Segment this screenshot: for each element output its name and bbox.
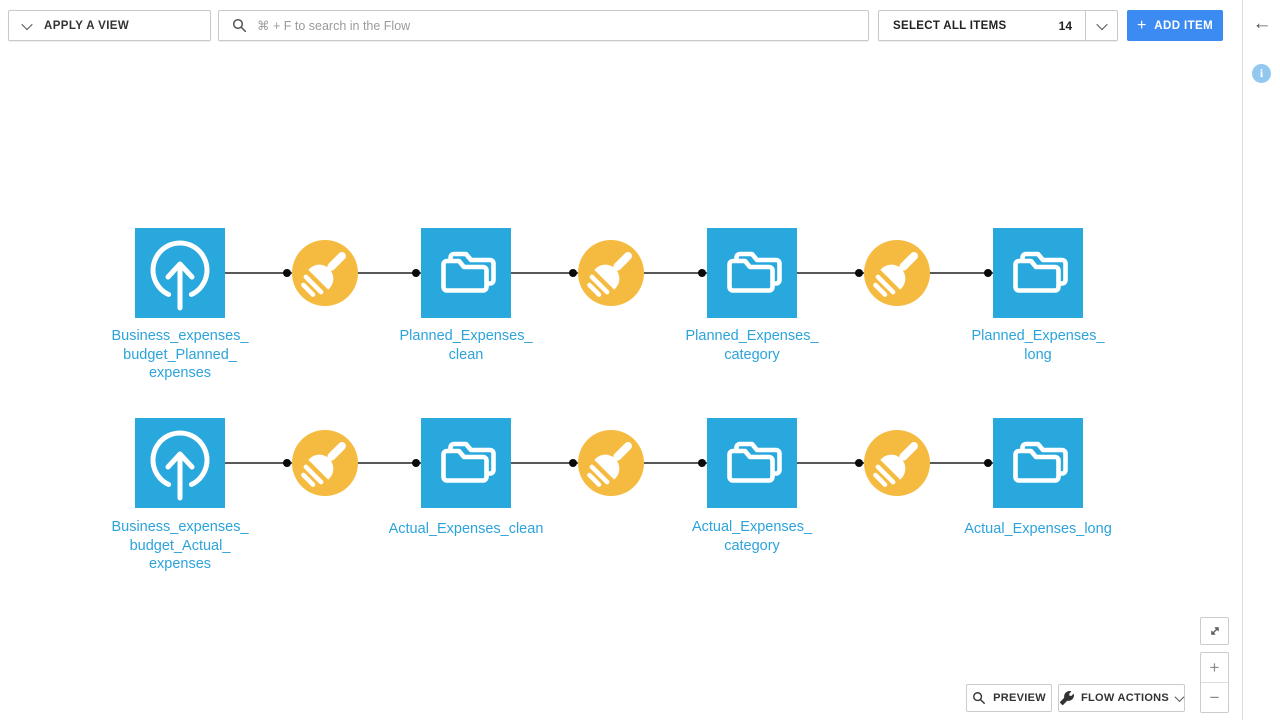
select-all-label: SELECT ALL ITEMS xyxy=(879,20,1006,32)
collapse-panel-arrow-icon[interactable]: ← xyxy=(1251,13,1273,35)
dataset-node-folder[interactable] xyxy=(707,228,797,318)
node-label[interactable]: Actual_Expenses_clean xyxy=(366,520,566,539)
flow-edge xyxy=(644,272,707,274)
prepare-recipe-node[interactable] xyxy=(864,430,930,496)
wrench-icon xyxy=(1060,691,1074,705)
broom-icon xyxy=(578,240,644,306)
folder-icon xyxy=(707,418,797,508)
zoom-controls: + − xyxy=(1200,652,1229,713)
magnifier-icon xyxy=(972,691,986,705)
chevron-down-icon xyxy=(1175,692,1185,702)
flow-edge xyxy=(225,272,292,274)
select-all-dropdown-toggle[interactable] xyxy=(1085,11,1117,40)
flow-edge xyxy=(797,272,864,274)
flow-search-bar[interactable] xyxy=(218,10,869,41)
flow-edge xyxy=(358,272,421,274)
flow-edge xyxy=(511,462,578,464)
add-item-label: ADD ITEM xyxy=(1154,20,1213,32)
broom-icon xyxy=(292,240,358,306)
items-count-badge: 14 xyxy=(1059,19,1085,33)
broom-icon xyxy=(864,240,930,306)
node-label[interactable]: Planned_Expenses_ clean xyxy=(366,327,566,364)
search-input[interactable] xyxy=(257,19,868,33)
flow-edge xyxy=(797,462,864,464)
flow-edge xyxy=(930,462,993,464)
chevron-down-icon xyxy=(21,18,32,29)
flow-edge xyxy=(358,462,421,464)
flow-actions-label: FLOW ACTIONS xyxy=(1081,692,1169,704)
node-label[interactable]: Actual_Expenses_ category xyxy=(652,518,852,555)
dataset-node-folder[interactable] xyxy=(993,228,1083,318)
apply-view-label: APPLY A VIEW xyxy=(44,20,129,32)
node-label[interactable]: Planned_Expenses_ long xyxy=(938,327,1138,364)
right-side-panel: ← i xyxy=(1242,0,1280,720)
zoom-in-button[interactable]: + xyxy=(1201,653,1228,683)
select-all-items-control[interactable]: SELECT ALL ITEMS 14 xyxy=(878,10,1118,41)
plus-icon: + xyxy=(1137,18,1146,34)
prepare-recipe-node[interactable] xyxy=(292,240,358,306)
flow-edge xyxy=(930,272,993,274)
broom-icon xyxy=(292,430,358,496)
node-label[interactable]: Planned_Expenses_ category xyxy=(652,327,852,364)
add-item-button[interactable]: + ADD ITEM xyxy=(1127,10,1223,41)
folder-icon xyxy=(421,228,511,318)
dataset-node-folder[interactable] xyxy=(707,418,797,508)
folder-icon xyxy=(993,418,1083,508)
dataset-node-folder[interactable] xyxy=(421,228,511,318)
prepare-recipe-node[interactable] xyxy=(578,240,644,306)
broom-icon xyxy=(864,430,930,496)
chevron-down-icon xyxy=(1096,18,1107,29)
node-label[interactable]: Actual_Expenses_long xyxy=(938,520,1138,539)
search-icon xyxy=(232,18,247,33)
folder-icon xyxy=(421,418,511,508)
node-label[interactable]: Business_expenses_ budget_Planned_ expen… xyxy=(80,327,280,383)
info-icon[interactable]: i xyxy=(1252,64,1271,83)
prepare-recipe-node[interactable] xyxy=(292,430,358,496)
flow-edge xyxy=(225,462,292,464)
upload-icon xyxy=(135,228,225,318)
flow-edge xyxy=(511,272,578,274)
dataset-node-upload[interactable] xyxy=(135,228,225,318)
dataset-node-folder[interactable] xyxy=(421,418,511,508)
broom-icon xyxy=(578,430,644,496)
preview-button[interactable]: PREVIEW xyxy=(966,684,1052,712)
prepare-recipe-node[interactable] xyxy=(578,430,644,496)
dataset-node-upload[interactable] xyxy=(135,418,225,508)
prepare-recipe-node[interactable] xyxy=(864,240,930,306)
expand-icon xyxy=(1208,624,1222,638)
flow-edge xyxy=(644,462,707,464)
folder-icon xyxy=(993,228,1083,318)
zoom-out-button[interactable]: − xyxy=(1201,683,1228,713)
fit-to-screen-button[interactable] xyxy=(1200,617,1229,645)
apply-view-dropdown[interactable]: APPLY A VIEW xyxy=(8,10,211,41)
node-label[interactable]: Business_expenses_ budget_Actual_ expens… xyxy=(80,518,280,574)
folder-icon xyxy=(707,228,797,318)
upload-icon xyxy=(135,418,225,508)
dataset-node-folder[interactable] xyxy=(993,418,1083,508)
preview-label: PREVIEW xyxy=(993,692,1046,704)
flow-actions-button[interactable]: FLOW ACTIONS xyxy=(1058,684,1185,712)
